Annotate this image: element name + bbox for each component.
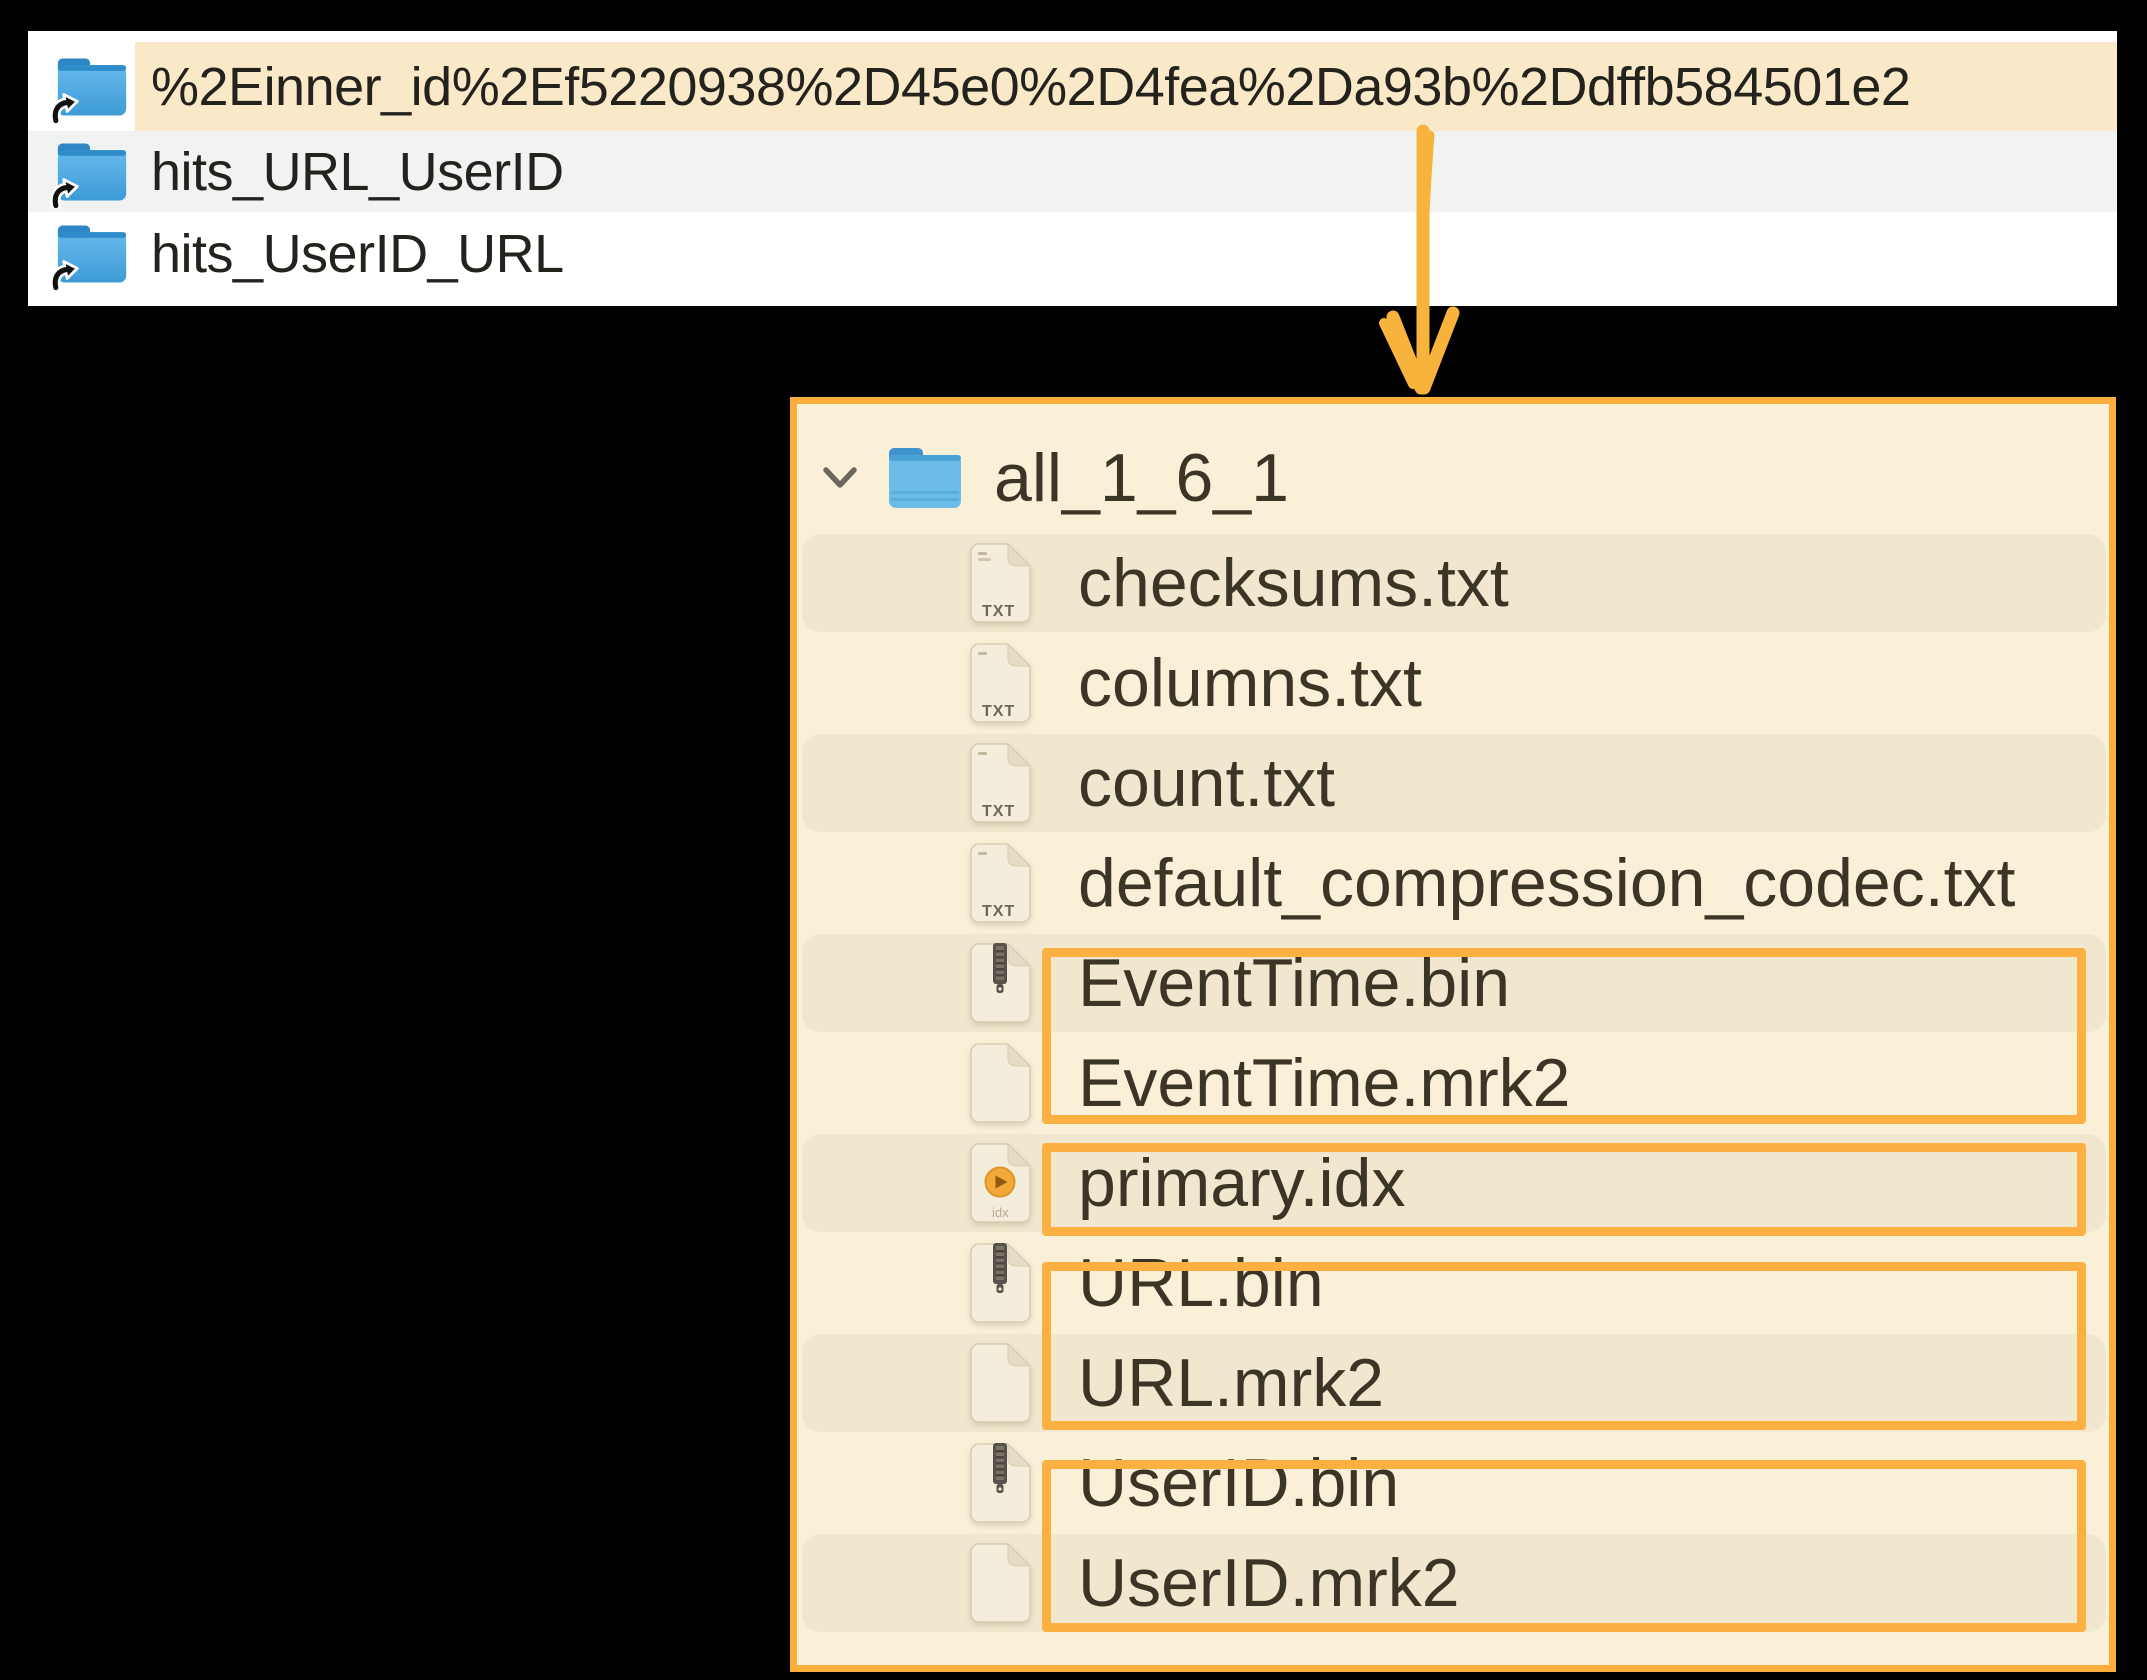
idx-file-icon: idx — [970, 1142, 1032, 1223]
zip-binary-file-icon — [970, 1442, 1032, 1523]
svg-text:TXT: TXT — [982, 903, 1015, 920]
file-name[interactable]: checksums.txt — [1078, 545, 1509, 621]
file-name[interactable]: primary.idx — [1078, 1145, 1406, 1221]
zip-binary-file-icon — [970, 1242, 1032, 1323]
svg-text:TXT: TXT — [982, 803, 1015, 820]
tree-file-row[interactable]: UserID.bin — [797, 1433, 2109, 1533]
tree-panel: all_1_6_1 TXT checksums.txt TXT columns.… — [790, 397, 2116, 1672]
file-name[interactable]: EventTime.mrk2 — [1078, 1045, 1571, 1121]
selection-highlight — [135, 42, 2117, 131]
file-name[interactable]: UserID.mrk2 — [1078, 1545, 1460, 1621]
svg-text:TXT: TXT — [982, 603, 1015, 620]
txt-file-icon: TXT — [970, 542, 1032, 623]
file-name[interactable]: URL.bin — [1078, 1245, 1324, 1321]
folder-row[interactable]: %2Einner_id%2Ef5220938%2D45e0%2D4fea%2Da… — [28, 42, 2117, 131]
folder-row[interactable]: hits_URL_UserID — [28, 131, 2117, 212]
file-name[interactable]: UserID.bin — [1078, 1445, 1400, 1521]
annotation-down-arrow-icon — [1379, 124, 1460, 395]
folder-name[interactable]: hits_URL_UserID — [151, 141, 564, 202]
folder-row[interactable]: hits_UserID_URL — [28, 212, 2117, 295]
txt-file-icon: TXT — [970, 642, 1032, 723]
plain-file-icon — [970, 1342, 1032, 1423]
alias-folder-icon — [50, 140, 129, 209]
txt-file-icon: TXT — [970, 742, 1032, 823]
tree-file-row[interactable]: TXT checksums.txt — [797, 533, 2109, 633]
plain-file-icon — [970, 1042, 1032, 1123]
finder-list-panel: %2Einner_id%2Ef5220938%2D45e0%2D4fea%2Da… — [28, 31, 2117, 306]
tree-file-row[interactable]: URL.mrk2 — [797, 1333, 2109, 1433]
file-name[interactable]: EventTime.bin — [1078, 945, 1511, 1021]
tree-file-row[interactable]: idx primary.idx — [797, 1133, 2109, 1233]
plain-file-icon — [970, 1542, 1032, 1623]
alias-arrow-badge — [50, 177, 79, 209]
svg-text:TXT: TXT — [982, 703, 1015, 720]
zip-binary-file-icon — [970, 942, 1032, 1023]
tree-root-row[interactable]: all_1_6_1 — [797, 423, 2109, 533]
file-name[interactable]: default_compression_codec.txt — [1078, 845, 2016, 921]
chevron-down-icon[interactable] — [822, 465, 858, 491]
file-name[interactable]: count.txt — [1078, 745, 1336, 821]
tree-file-row[interactable]: TXT count.txt — [797, 733, 2109, 833]
alias-arrow-badge — [50, 259, 79, 291]
alias-folder-icon — [50, 222, 129, 291]
folder-name[interactable]: hits_UserID_URL — [151, 223, 564, 284]
svg-text:idx: idx — [992, 1205, 1009, 1220]
tree-root-label[interactable]: all_1_6_1 — [994, 440, 1289, 516]
tree-file-row[interactable]: TXT default_compression_codec.txt — [797, 833, 2109, 933]
folder-name[interactable]: %2Einner_id%2Ef5220938%2D45e0%2D4fea%2Da… — [151, 56, 1911, 117]
tree-file-row[interactable]: TXT columns.txt — [797, 633, 2109, 733]
tree-file-row[interactable]: UserID.mrk2 — [797, 1533, 2109, 1633]
folder-icon — [886, 445, 964, 511]
tree-file-row[interactable]: URL.bin — [797, 1233, 2109, 1333]
alias-folder-icon — [50, 55, 129, 124]
txt-file-icon: TXT — [970, 842, 1032, 923]
alias-arrow-badge — [50, 92, 79, 124]
tree-file-row[interactable]: EventTime.mrk2 — [797, 1033, 2109, 1133]
file-name[interactable]: URL.mrk2 — [1078, 1345, 1385, 1421]
tree-file-row[interactable]: EventTime.bin — [797, 933, 2109, 1033]
file-name[interactable]: columns.txt — [1078, 645, 1422, 721]
